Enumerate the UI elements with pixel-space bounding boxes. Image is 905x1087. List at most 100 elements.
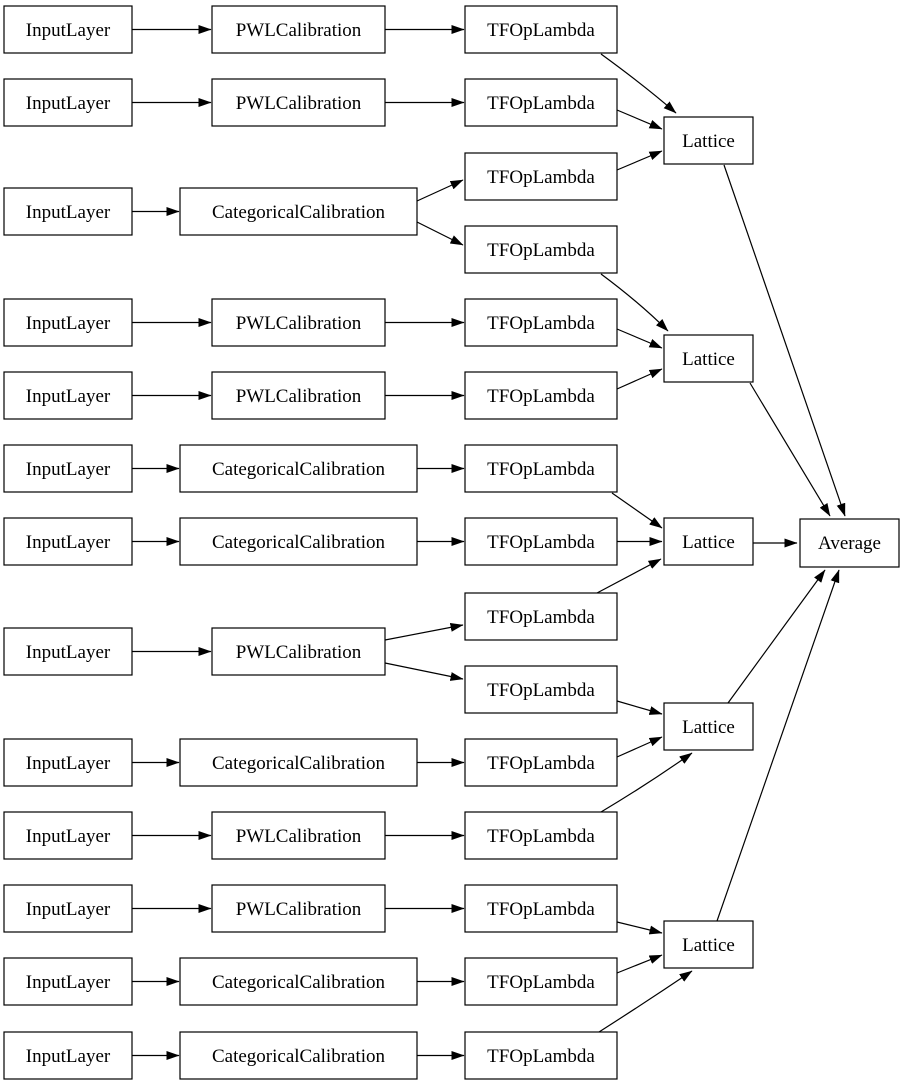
node-pwl-calibration-7: PWLCalibration — [211, 884, 386, 933]
svg-text:InputLayer: InputLayer — [26, 202, 111, 223]
svg-text:InputLayer: InputLayer — [26, 753, 111, 774]
svg-text:TFOpLambda: TFOpLambda — [487, 826, 595, 847]
node-lattice-4: Lattice — [663, 702, 754, 751]
node-input-layer-1: InputLayer — [3, 5, 133, 54]
edge-lambda5-lattice2 — [616, 328, 663, 349]
svg-text:Lattice: Lattice — [682, 349, 735, 370]
node-tfop-lambda-4: TFOpLambda — [464, 225, 618, 274]
node-pwl-calibration-1: PWLCalibration — [211, 5, 386, 54]
svg-text:PWLCalibration: PWLCalibration — [236, 20, 362, 41]
node-tfop-lambda-13: TFOpLambda — [464, 884, 618, 933]
svg-text:Lattice: Lattice — [682, 532, 735, 553]
svg-text:Lattice: Lattice — [682, 131, 735, 152]
edge-lambda9-lattice3 — [596, 558, 662, 594]
svg-text:InputLayer: InputLayer — [26, 93, 111, 114]
node-categorical-calibration-3: CategoricalCalibration — [179, 517, 418, 566]
edge-lambda4-lattice2 — [600, 273, 669, 332]
svg-text:InputLayer: InputLayer — [26, 386, 111, 407]
svg-text:TFOpLambda: TFOpLambda — [487, 240, 595, 261]
lattice-column: Lattice Lattice Lattice Lattice Lattice — [663, 116, 754, 969]
svg-text:TFOpLambda: TFOpLambda — [487, 20, 595, 41]
node-input-layer-9: InputLayer — [3, 738, 133, 787]
node-lattice-3: Lattice — [663, 517, 754, 566]
svg-text:TFOpLambda: TFOpLambda — [487, 93, 595, 114]
node-tfop-lambda-5: TFOpLambda — [464, 298, 618, 347]
edge-lambda15-lattice5 — [598, 970, 693, 1033]
svg-text:PWLCalibration: PWLCalibration — [236, 642, 362, 663]
edge-lattice5-average — [716, 569, 840, 922]
edge-lambda7-lattice3 — [611, 492, 663, 529]
node-pwl-calibration-6: PWLCalibration — [211, 811, 386, 860]
edge-lambda12-lattice4 — [600, 752, 693, 813]
node-average: Average — [799, 518, 900, 568]
svg-text:CategoricalCalibration: CategoricalCalibration — [212, 972, 386, 993]
svg-text:InputLayer: InputLayer — [26, 20, 111, 41]
node-lattice-2: Lattice — [663, 334, 754, 383]
node-tfop-lambda-2: TFOpLambda — [464, 78, 618, 127]
svg-text:PWLCalibration: PWLCalibration — [236, 386, 362, 407]
node-input-layer-10: InputLayer — [3, 811, 133, 860]
edge-lambda11-lattice4 — [616, 736, 663, 758]
svg-text:TFOpLambda: TFOpLambda — [487, 753, 595, 774]
edge-lambda6-lattice2 — [616, 368, 663, 390]
edge-lambda10-lattice4 — [616, 700, 663, 715]
svg-text:CategoricalCalibration: CategoricalCalibration — [212, 532, 386, 553]
edge-calib8-lambda9 — [384, 622, 464, 641]
node-categorical-calibration-2: CategoricalCalibration — [179, 444, 418, 493]
svg-text:TFOpLambda: TFOpLambda — [487, 459, 595, 480]
svg-text:TFOpLambda: TFOpLambda — [487, 313, 595, 334]
svg-text:TFOpLambda: TFOpLambda — [487, 899, 595, 920]
svg-text:Average: Average — [818, 533, 881, 554]
node-pwl-calibration-5: PWLCalibration — [211, 627, 386, 676]
node-pwl-calibration-4: PWLCalibration — [211, 371, 386, 420]
svg-text:TFOpLambda: TFOpLambda — [487, 607, 595, 628]
svg-text:PWLCalibration: PWLCalibration — [236, 313, 362, 334]
node-pwl-calibration-3: PWLCalibration — [211, 298, 386, 347]
input-column: InputLayer InputLayer InputLayer InputLa… — [3, 5, 133, 1080]
node-categorical-calibration-6: CategoricalCalibration — [179, 1031, 418, 1080]
edge-lambda13-lattice5 — [616, 921, 663, 935]
node-input-layer-3: InputLayer — [3, 187, 133, 236]
node-tfop-lambda-14: TFOpLambda — [464, 957, 618, 1006]
svg-text:TFOpLambda: TFOpLambda — [487, 167, 595, 188]
node-tfop-lambda-9: TFOpLambda — [464, 592, 618, 641]
svg-text:TFOpLambda: TFOpLambda — [487, 532, 595, 553]
svg-text:TFOpLambda: TFOpLambda — [487, 1046, 595, 1067]
edges — [132, 25, 846, 1060]
edge-lambda2-lattice1 — [616, 109, 663, 130]
node-categorical-calibration-1: CategoricalCalibration — [179, 187, 418, 236]
svg-text:TFOpLambda: TFOpLambda — [487, 972, 595, 993]
calibration-column: PWLCalibration PWLCalibration Categorica… — [179, 5, 418, 1080]
node-input-layer-5: InputLayer — [3, 371, 133, 420]
node-input-layer-2: InputLayer — [3, 78, 133, 127]
svg-text:Lattice: Lattice — [682, 935, 735, 956]
svg-text:PWLCalibration: PWLCalibration — [236, 899, 362, 920]
edge-lattice4-average — [727, 569, 826, 704]
edge-lattice2-average — [749, 382, 831, 517]
edge-calib8-lambda10 — [384, 662, 464, 681]
svg-text:CategoricalCalibration: CategoricalCalibration — [212, 1046, 386, 1067]
svg-text:InputLayer: InputLayer — [26, 532, 111, 553]
node-tfop-lambda-1: TFOpLambda — [464, 5, 618, 54]
edge-lambda14-lattice5 — [616, 954, 663, 974]
edge-lambda3-lattice1 — [616, 150, 663, 171]
edge-lattice1-average — [723, 164, 846, 517]
node-tfop-lambda-12: TFOpLambda — [464, 811, 618, 860]
svg-text:InputLayer: InputLayer — [26, 899, 111, 920]
svg-text:TFOpLambda: TFOpLambda — [487, 386, 595, 407]
svg-text:Lattice: Lattice — [682, 717, 735, 738]
node-tfop-lambda-10: TFOpLambda — [464, 665, 618, 714]
node-tfop-lambda-15: TFOpLambda — [464, 1031, 618, 1080]
svg-text:InputLayer: InputLayer — [26, 642, 111, 663]
node-input-layer-13: InputLayer — [3, 1031, 133, 1080]
lambda-column: TFOpLambda TFOpLambda TFOpLambda TFOpLam… — [464, 5, 618, 1080]
node-tfop-lambda-11: TFOpLambda — [464, 738, 618, 787]
svg-text:InputLayer: InputLayer — [26, 1046, 111, 1067]
node-input-layer-12: InputLayer — [3, 957, 133, 1006]
svg-text:TFOpLambda: TFOpLambda — [487, 680, 595, 701]
node-pwl-calibration-2: PWLCalibration — [211, 78, 386, 127]
svg-text:PWLCalibration: PWLCalibration — [236, 826, 362, 847]
node-lattice-5: Lattice — [663, 920, 754, 969]
